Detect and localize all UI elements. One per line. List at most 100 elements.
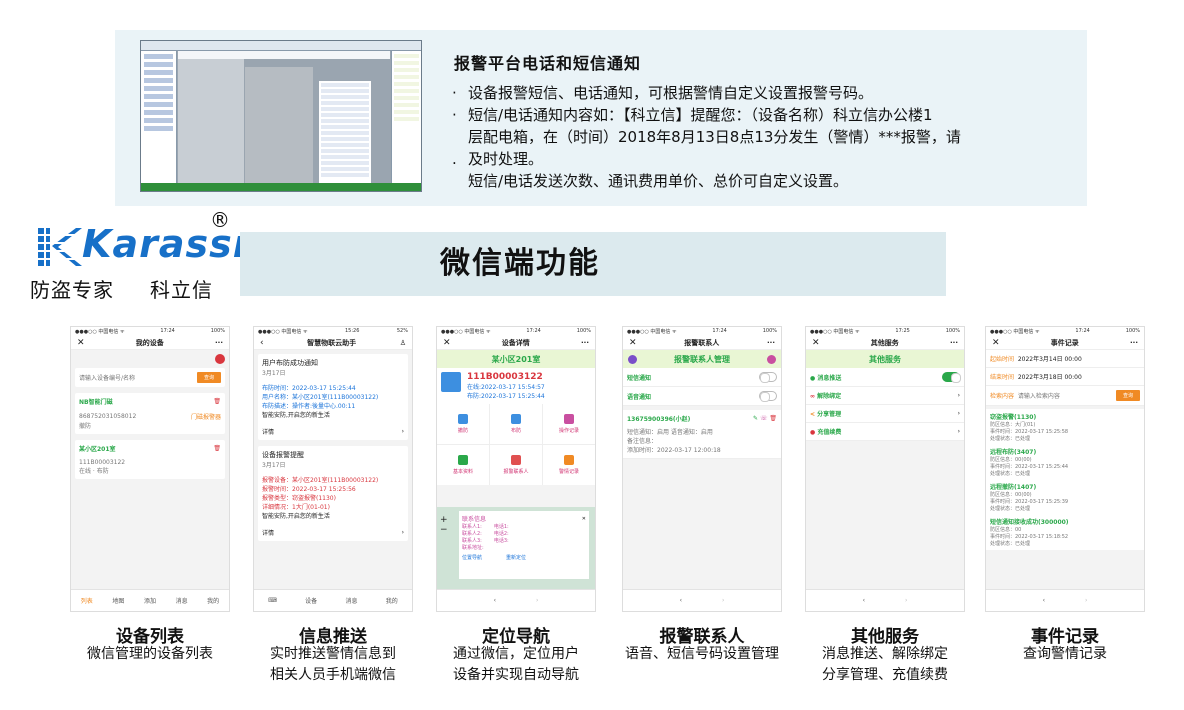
notification-card[interactable]: 用户布防成功通知 3月17日 布防时间：2022-03-17 15:25:44 … bbox=[258, 354, 408, 440]
event-item[interactable]: 远程撤防(1407) 防区信息：00(00) 事件时间：2022-03-17 1… bbox=[990, 482, 1140, 512]
grid-records[interactable]: 警情记录 bbox=[543, 445, 595, 485]
search-button[interactable]: 查询 bbox=[196, 372, 221, 383]
nav-bar: ✕其他服务··· bbox=[806, 336, 964, 350]
notification-card[interactable]: 设备报警提醒 3月17日 报警设备：某小区201室(111B00003122) … bbox=[258, 446, 408, 541]
keyboard-icon[interactable]: ⌨ bbox=[268, 597, 277, 604]
service-label: ● 充值续费 bbox=[810, 427, 841, 436]
end-time-row[interactable]: 结束时间 2022年3月18日 00:00 bbox=[986, 368, 1144, 386]
event-item[interactable]: 远程布防(3407) 防区信息：00(00) 事件时间：2022-03-17 1… bbox=[990, 447, 1140, 477]
notification-date: 3月17日 bbox=[262, 462, 286, 469]
detail-link[interactable]: 详情 bbox=[262, 530, 275, 537]
carrier: ●●●○○ 中国电信 ᯤ bbox=[810, 329, 860, 335]
user-icon[interactable]: ♙ bbox=[399, 338, 406, 347]
grid-arm[interactable]: 布防 bbox=[490, 404, 542, 444]
tab-messages[interactable]: 消息 bbox=[345, 598, 358, 605]
link-icon: ∞ bbox=[810, 393, 815, 400]
tab-me[interactable]: 我的 bbox=[207, 598, 220, 605]
search-button[interactable]: 查询 bbox=[1115, 390, 1140, 401]
delete-icon[interactable]: 🗑 bbox=[213, 445, 221, 452]
delete-icon[interactable]: 🗑 bbox=[769, 415, 777, 422]
close-icon[interactable]: ✕ bbox=[812, 337, 820, 348]
start-time-row[interactable]: 起始时间 2022年3月14日 00:00 bbox=[986, 350, 1144, 368]
forward-icon[interactable]: › bbox=[1085, 597, 1088, 604]
settings-icon[interactable] bbox=[628, 354, 637, 364]
back-icon[interactable]: ‹ bbox=[1042, 597, 1045, 604]
more-icon[interactable]: ··· bbox=[767, 338, 775, 347]
detail-link[interactable]: 详情 bbox=[262, 429, 275, 436]
device-group[interactable]: 某小区201室🗑 111B00003122 在线 · 布防 bbox=[75, 440, 225, 479]
back-icon[interactable]: ‹ bbox=[260, 337, 264, 348]
close-icon[interactable]: ✕ bbox=[992, 337, 1000, 348]
popup-header: 联系信息✕ bbox=[462, 514, 586, 524]
tab-me[interactable]: 我的 bbox=[385, 598, 398, 605]
voice-toggle[interactable] bbox=[759, 391, 777, 402]
popup-actions: 位置导航 重新定位 bbox=[462, 554, 586, 561]
forward-icon[interactable]: › bbox=[905, 597, 908, 604]
detail-row[interactable]: 详情› bbox=[262, 427, 404, 436]
nav-title: 报警联系人 bbox=[684, 338, 720, 347]
contact-entry[interactable]: 13675900396(小赵)✎ ☏ 🗑 短信通知：启用 语音通知：启用 备注信… bbox=[623, 410, 781, 459]
sms-toggle[interactable] bbox=[759, 372, 777, 383]
tab-device[interactable]: 设备 bbox=[305, 598, 318, 605]
nav-bar: ✕事件记录··· bbox=[986, 336, 1144, 350]
map-area[interactable]: 联系信息✕ 联系人1:电话1: 联系人2:电话2: 联系人3:电话3: 联系地址… bbox=[437, 507, 595, 591]
notification-line: 报警时间：2022-03-17 15:25:56 bbox=[262, 486, 356, 493]
service-text: 分享管理 bbox=[817, 411, 842, 418]
delete-icon[interactable]: 🗑 bbox=[213, 398, 221, 405]
bullet-dot: . bbox=[452, 150, 457, 168]
grid-contacts[interactable]: 报警联系人 bbox=[490, 445, 542, 485]
push-toggle[interactable] bbox=[942, 372, 961, 383]
close-icon[interactable]: ✕ bbox=[581, 515, 586, 522]
edit-icon[interactable]: ✎ bbox=[752, 415, 759, 422]
battery: 100% bbox=[1125, 328, 1140, 334]
browser-nav: ‹› bbox=[437, 589, 595, 611]
start-time-value[interactable]: 2022年3月14日 00:00 bbox=[1017, 356, 1082, 363]
event-item[interactable]: 窃盗报警(1130) 防区信息：大门(01) 事件时间：2022-03-17 1… bbox=[990, 412, 1140, 442]
grid-disarm[interactable]: 撤防 bbox=[437, 404, 489, 444]
tab-messages[interactable]: 消息 bbox=[175, 598, 188, 605]
detail-row[interactable]: 详情› bbox=[262, 528, 404, 537]
forward-icon[interactable]: › bbox=[536, 597, 539, 604]
add-icon[interactable] bbox=[767, 354, 776, 364]
end-time-value[interactable]: 2022年3月18日 00:00 bbox=[1017, 374, 1082, 381]
k-logo-icon bbox=[38, 228, 82, 266]
back-icon[interactable]: ‹ bbox=[862, 597, 865, 604]
notification-line: 报警类型：窃盗报警(1130) bbox=[262, 495, 336, 502]
close-icon[interactable]: ✕ bbox=[629, 337, 637, 348]
more-icon[interactable]: ··· bbox=[215, 338, 223, 347]
service-unbind[interactable]: ∞ 解除绑定› bbox=[806, 387, 964, 405]
grid-info[interactable]: 基本资料 bbox=[437, 445, 489, 485]
more-icon[interactable]: ··· bbox=[950, 338, 958, 347]
platform-left-panel bbox=[141, 51, 177, 183]
back-icon[interactable]: ‹ bbox=[679, 597, 682, 604]
more-icon[interactable]: ··· bbox=[581, 338, 589, 347]
search-input[interactable]: 请输入检索内容 bbox=[1017, 393, 1060, 400]
tab-list[interactable]: 列表 bbox=[80, 598, 93, 605]
tab-add[interactable]: 添加 bbox=[143, 598, 156, 605]
zoom-controls[interactable]: +− bbox=[440, 515, 448, 535]
test-icon[interactable]: ☏ bbox=[759, 415, 768, 422]
service-push[interactable]: ● 消息推送 bbox=[806, 368, 964, 387]
grid-log[interactable]: 操作记录 bbox=[543, 404, 595, 444]
back-icon[interactable]: ‹ bbox=[493, 597, 496, 604]
bullet-line: 层配电箱，在（时间）2018年8月13日8点13分发生（警情）***报警，请 bbox=[452, 126, 1052, 148]
service-share[interactable]: < 分享管理› bbox=[806, 405, 964, 423]
more-icon[interactable]: ··· bbox=[1130, 338, 1138, 347]
relocate-button[interactable]: 重新定位 bbox=[506, 555, 527, 561]
browser-nav: ‹› bbox=[806, 589, 964, 611]
alarm-icon[interactable] bbox=[215, 354, 225, 364]
tab-map[interactable]: 地图 bbox=[112, 598, 125, 605]
event-item[interactable]: 短信通知接收成功(300000) 防区信息：00 事件时间：2022-03-17… bbox=[990, 517, 1140, 547]
search-input[interactable]: 请输入设备编号/名称 bbox=[79, 375, 136, 382]
service-recharge[interactable]: ● 充值续费› bbox=[806, 423, 964, 441]
close-icon[interactable]: ✕ bbox=[77, 337, 85, 348]
navigate-button[interactable]: 位置导航 bbox=[462, 555, 483, 561]
close-icon[interactable]: ✕ bbox=[443, 337, 451, 348]
forward-icon[interactable]: › bbox=[722, 597, 725, 604]
